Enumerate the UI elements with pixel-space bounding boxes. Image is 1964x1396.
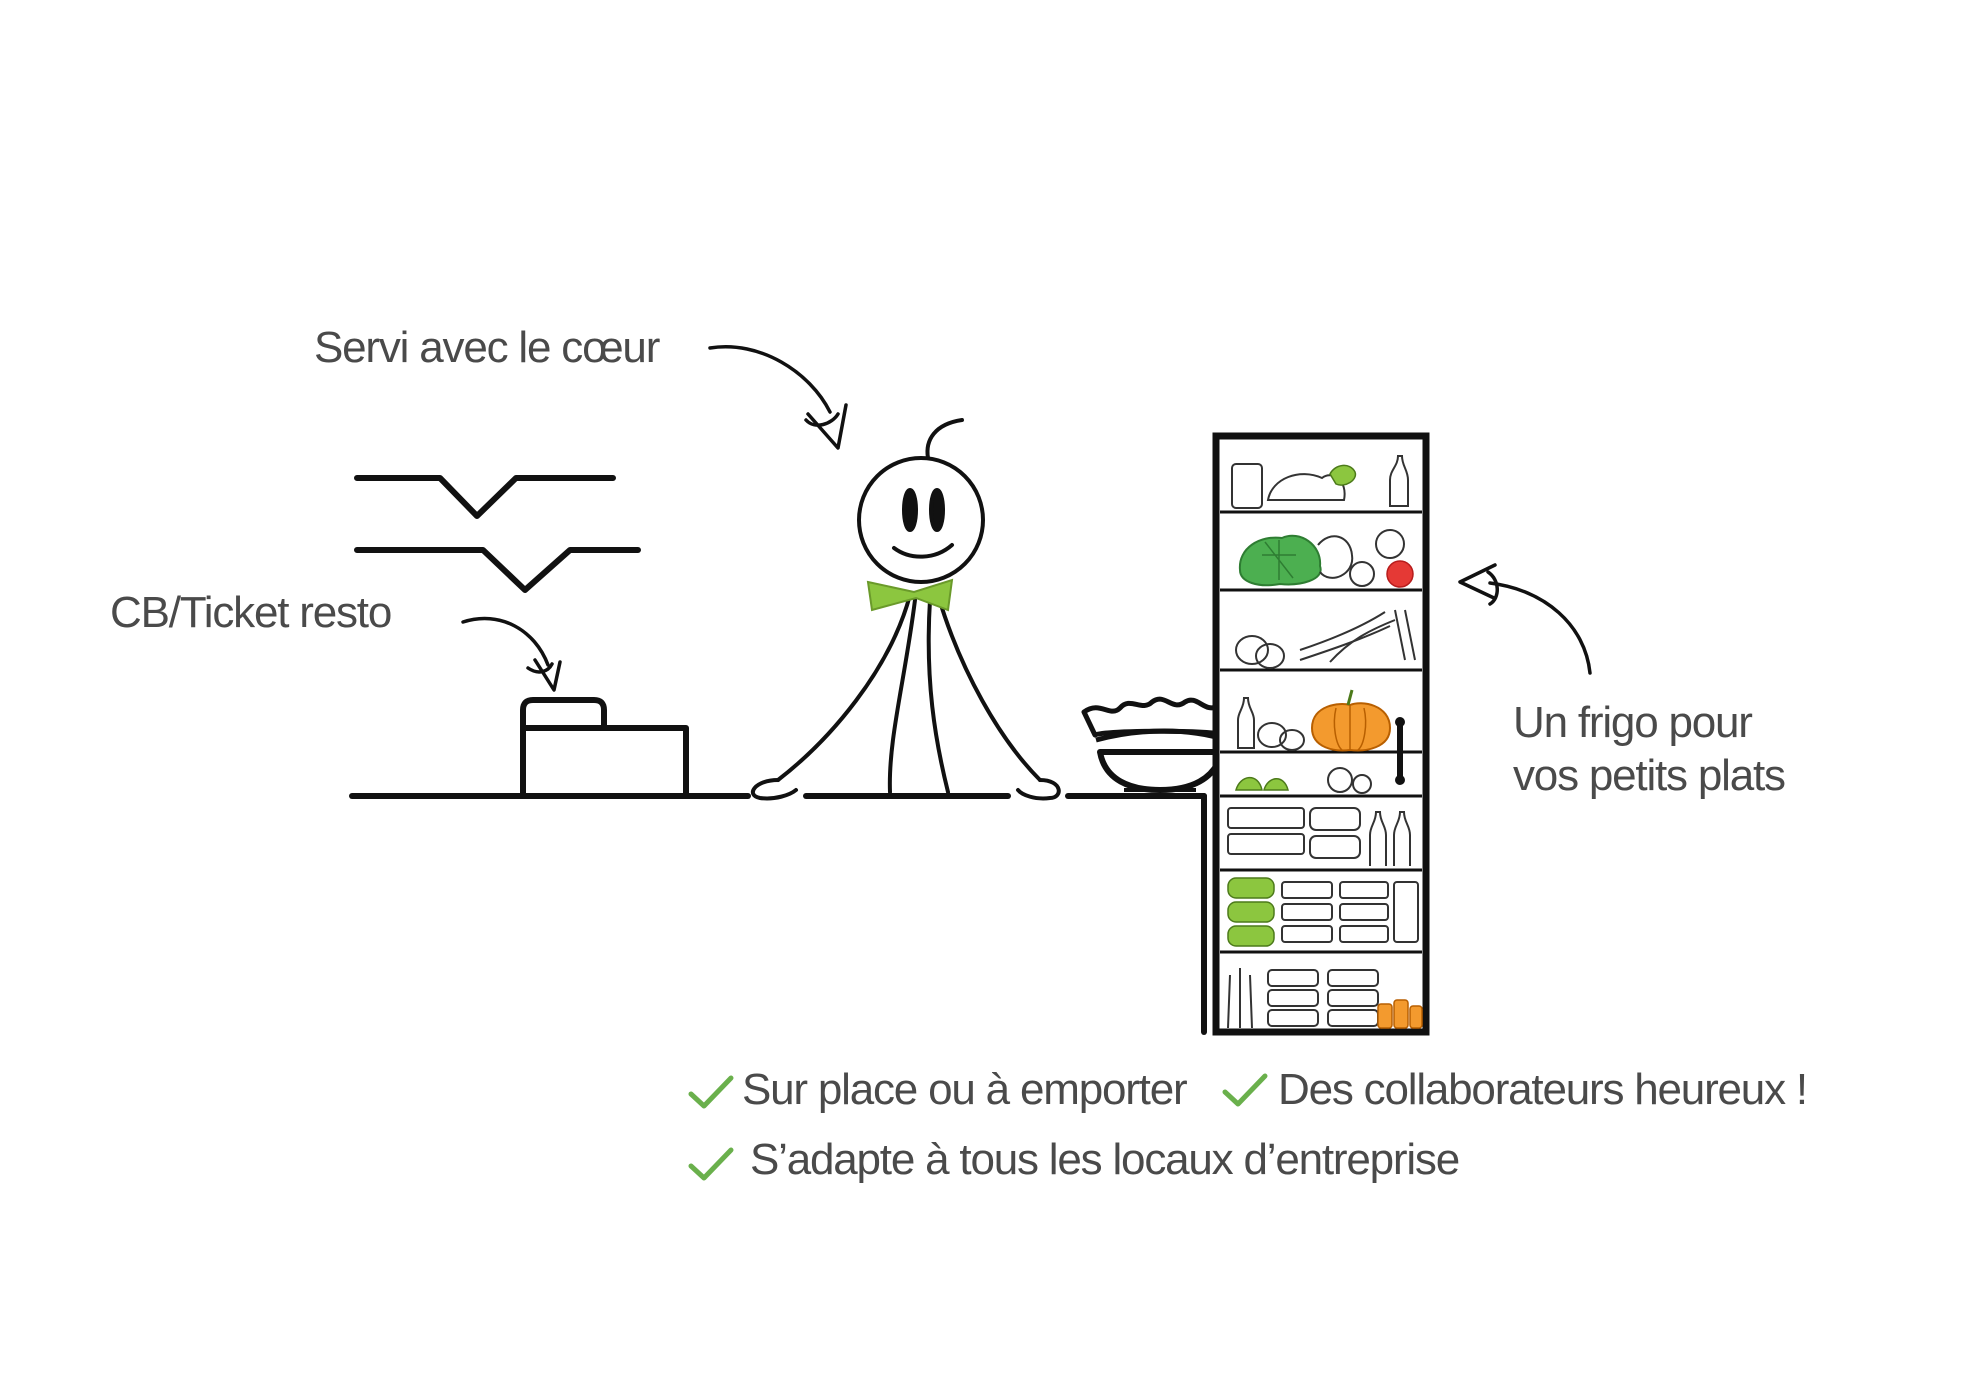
benefit-item: S’adapte à tous les locaux d’entreprise — [750, 1135, 1460, 1184]
fridge-icon — [1212, 432, 1430, 1036]
bow-tie-icon — [866, 578, 954, 612]
arrow-icon — [461, 616, 562, 692]
label-frigo-line2: vos petits plats — [1513, 750, 1786, 800]
benefit-item: Des collaborateurs heureux ! — [1278, 1065, 1808, 1114]
roof-icon — [354, 475, 641, 593]
benefit-item: Sur place ou à emporter — [742, 1065, 1188, 1114]
check-icon — [688, 1147, 734, 1181]
server-figure — [751, 418, 1061, 801]
cash-register-icon — [520, 697, 689, 796]
check-icon — [1222, 1073, 1268, 1107]
arrow-icon — [1458, 563, 1592, 675]
label-frigo-line1: Un frigo pour — [1513, 698, 1753, 747]
label-cb-ticket: CB/Ticket resto — [110, 588, 392, 637]
label-servi: Servi avec le cœur — [314, 323, 660, 372]
arrow-icon — [708, 345, 848, 450]
counter — [349, 793, 1207, 1035]
check-icon — [688, 1075, 734, 1109]
salad-bowl-icon — [1081, 696, 1244, 793]
label-frigo: Un frigo pour vos petits plats — [1513, 697, 1786, 803]
